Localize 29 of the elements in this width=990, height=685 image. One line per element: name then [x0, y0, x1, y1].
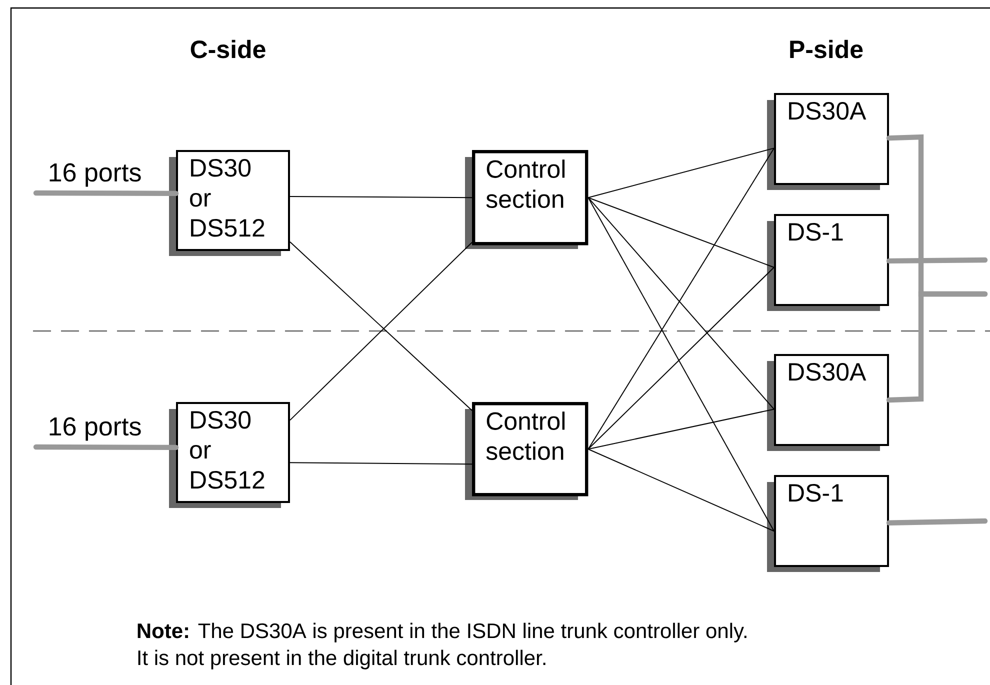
cable-line: [886, 518, 988, 526]
cable-line: [886, 257, 988, 264]
connector-line: [588, 408, 774, 450]
module-box: DS30 or DS512: [169, 402, 290, 508]
connector-line: [588, 197, 774, 532]
note-text: Note: The DS30A is present in the ISDN line trunk controller only.: [138, 622, 746, 642]
connector-line: [588, 448, 774, 532]
module-box: Control section: [465, 402, 588, 500]
module-box: DS30A: [767, 354, 890, 451]
cable-line: [886, 291, 988, 403]
connector-line: [588, 197, 774, 410]
cable-line: [33, 190, 179, 196]
module-box: DS-1: [767, 214, 890, 311]
module-box: Control section: [465, 150, 588, 249]
module-box: DS30A: [767, 93, 890, 190]
module-box: DS-1: [767, 475, 890, 572]
connector-line: [588, 148, 774, 198]
note-text: It is not present in the digital trunk controller.: [138, 650, 546, 670]
edge-label: 16 ports: [50, 417, 141, 441]
connector-line: [290, 462, 472, 465]
side-heading: P-side: [790, 40, 863, 58]
edge-label: 16 ports: [50, 163, 141, 187]
connector-line: [588, 197, 774, 268]
connector-line: [588, 266, 774, 450]
connector-line: [290, 196, 472, 198]
connector-line: [588, 148, 774, 450]
side-heading: C-side: [190, 40, 266, 58]
module-box: DS30 or DS512: [169, 150, 290, 256]
cable-line: [33, 444, 179, 450]
